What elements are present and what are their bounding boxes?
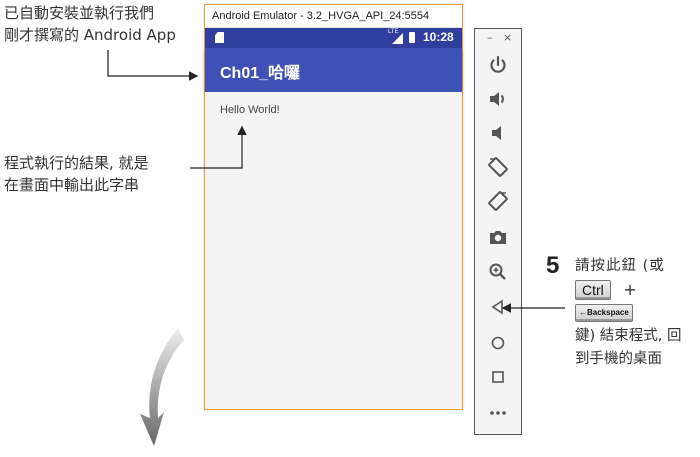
ctrl-key: Ctrl xyxy=(575,279,611,300)
annotation-top-line2: 剛才撰寫的 Android App xyxy=(4,26,176,44)
volume-down-icon xyxy=(492,126,501,140)
camera-icon xyxy=(490,231,506,244)
more-icon xyxy=(490,411,506,415)
plus-sign: + xyxy=(623,280,637,299)
annotation-right: 請按此鈕 (或 Ctrl + ←Backspace 鍵) 結束程式, 回 到手機… xyxy=(575,255,700,371)
more-button[interactable] xyxy=(486,400,510,424)
annotation-right-keys: Ctrl + ←Backspace xyxy=(575,278,700,325)
back-button[interactable] xyxy=(486,295,510,319)
overview-button[interactable] xyxy=(486,365,510,389)
power-button[interactable] xyxy=(486,53,510,77)
emulator-toolbar: – × xyxy=(474,28,522,435)
backspace-key: ←Backspace xyxy=(575,303,633,322)
zoom-icon xyxy=(489,263,506,280)
volume-up-button[interactable] xyxy=(486,87,510,111)
screenshot-button[interactable] xyxy=(486,225,510,249)
power-icon xyxy=(490,55,506,73)
window-title[interactable]: Android Emulator - 3.2_HVGA_API_24:5554 xyxy=(205,5,462,28)
emulator-window: Android Emulator - 3.2_HVGA_API_24:5554 … xyxy=(204,4,463,410)
close-button[interactable]: × xyxy=(503,31,513,44)
signal-icon xyxy=(392,33,403,44)
rotate-right-button[interactable] xyxy=(486,189,510,213)
zoom-button[interactable] xyxy=(486,260,510,284)
step-number: 5 xyxy=(546,252,560,279)
minimize-button[interactable]: – xyxy=(487,31,493,44)
rotate-left-icon xyxy=(488,157,508,177)
next-step-swoosh xyxy=(140,328,184,446)
annotation-right-line4: 到手機的桌面 xyxy=(575,350,662,367)
home-icon xyxy=(491,336,505,350)
hello-text: Hello World! xyxy=(220,104,280,116)
rotate-right-icon xyxy=(488,191,508,211)
overview-icon xyxy=(492,371,504,383)
annotation-top-line1: 已自動安裝並執行我們 xyxy=(4,4,155,22)
annotation-right-line1: 請按此鈕 (或 xyxy=(575,258,665,274)
sd-card-icon xyxy=(215,32,224,43)
top-callout-arrow xyxy=(107,50,199,81)
volume-down-button[interactable] xyxy=(486,121,510,145)
network-label: LTE xyxy=(388,29,399,35)
app-bar: Ch01_哈囉 xyxy=(205,48,462,92)
app-title: Ch01_哈囉 xyxy=(220,65,301,82)
home-button[interactable] xyxy=(486,331,510,355)
annotation-middle-line1: 程式執行的結果, 就是 xyxy=(4,154,149,172)
volume-up-icon xyxy=(490,92,504,106)
battery-icon xyxy=(409,32,415,43)
annotation-middle: 程式執行的結果, 就是 在畫面中輸出此字串 xyxy=(4,152,204,196)
app-content: Hello World! xyxy=(205,92,462,408)
annotation-middle-line2: 在畫面中輸出此字串 xyxy=(4,176,140,194)
status-clock: 10:28 xyxy=(423,30,454,44)
status-bar: LTE 10:28 xyxy=(205,28,462,48)
annotation-right-line3: 鍵) 結束程式, 回 xyxy=(575,327,682,344)
back-icon xyxy=(491,299,503,315)
rotate-left-button[interactable] xyxy=(486,155,510,179)
annotation-top: 已自動安裝並執行我們 剛才撰寫的 Android App xyxy=(4,2,194,46)
